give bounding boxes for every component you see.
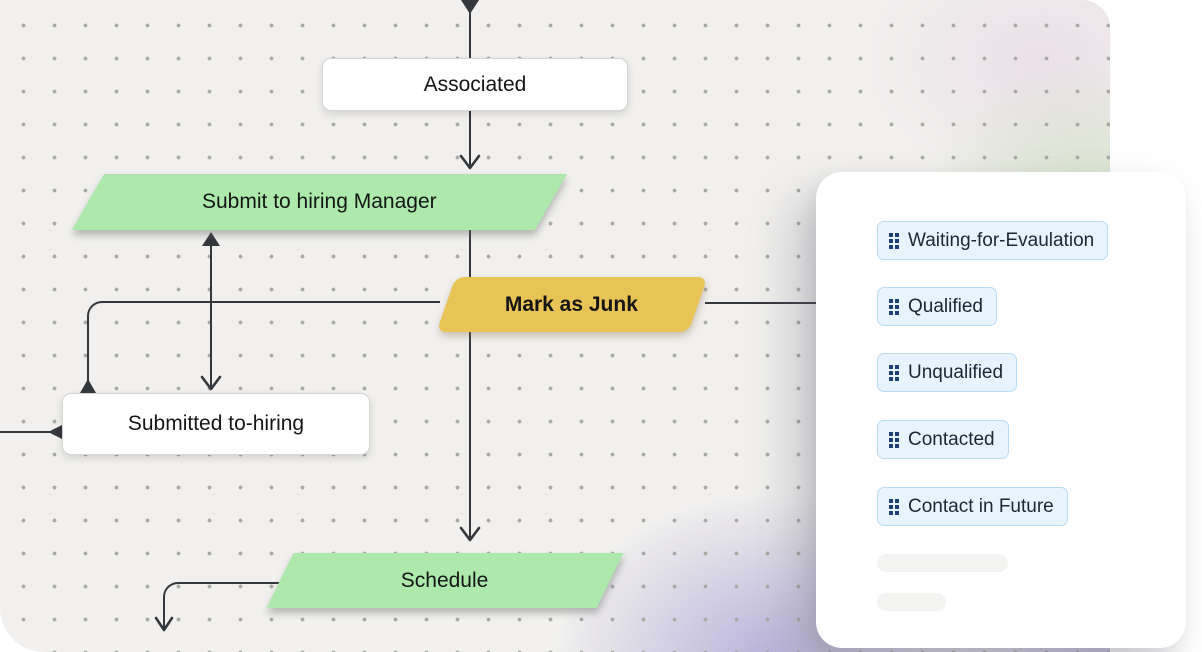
status-chip-qualified[interactable]: Qualified xyxy=(877,287,997,326)
chip-label: Contacted xyxy=(908,428,995,450)
placeholder-bar xyxy=(877,554,1008,572)
drag-handle-icon xyxy=(889,232,899,249)
drag-handle-icon xyxy=(889,498,899,515)
drag-handle-icon xyxy=(889,364,899,381)
node-label: Associated xyxy=(423,72,527,96)
drag-handle-icon xyxy=(889,298,899,315)
chip-label: Unqualified xyxy=(908,361,1004,383)
node-label: Submitted to-hiring xyxy=(127,412,305,435)
node-label: Schedule xyxy=(401,568,489,592)
node-label: Submit to hiring Manager xyxy=(202,190,437,213)
chip-label: Waiting-for-Evaulation xyxy=(908,229,1095,251)
node-associated[interactable]: Associated xyxy=(322,58,628,111)
node-mark-as-junk[interactable]: Mark as Junk xyxy=(436,277,708,332)
chip-label: Contact in Future xyxy=(908,495,1054,517)
status-chip-waiting-for-evaulation[interactable]: Waiting-for-Evaulation xyxy=(877,221,1109,260)
status-chip-contacted[interactable]: Contacted xyxy=(877,420,1009,459)
node-label: Mark as Junk xyxy=(505,292,639,316)
chip-label: Qualified xyxy=(908,295,983,317)
node-schedule[interactable]: Schedule xyxy=(266,553,624,608)
placeholder-bar xyxy=(877,593,946,611)
status-panel: Waiting-for-Evaulation Qualified Unquali… xyxy=(816,172,1186,648)
node-submit-to-hiring-manager[interactable]: Submit to hiring Manager xyxy=(71,174,568,230)
status-chip-unqualified[interactable]: Unqualified xyxy=(877,353,1018,392)
status-chip-contact-in-future[interactable]: Contact in Future xyxy=(877,487,1068,526)
drag-handle-icon xyxy=(889,431,899,448)
node-submitted-to-hiring[interactable]: Submitted to-hiring xyxy=(62,393,370,455)
